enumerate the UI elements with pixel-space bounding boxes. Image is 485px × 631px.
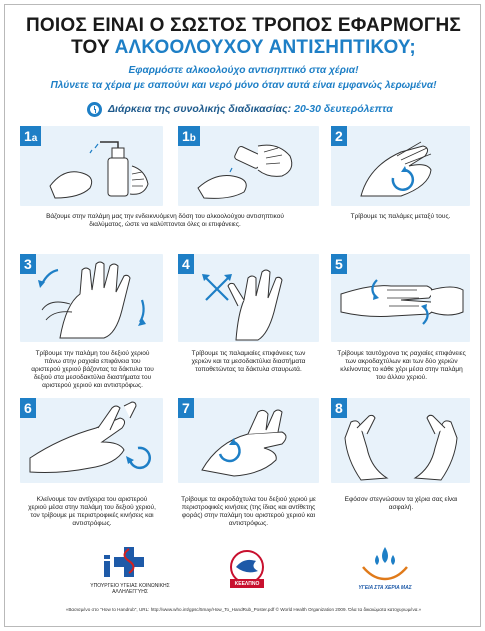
step-7-panel: 7 [178,398,319,483]
step-1-caption: Βάζουμε στην παλάμη μας την ενδεικνυόμεν… [46,213,284,228]
hygeia-logo: ΥΓΕΙΑ ΣΤΑ ΧΕΡΙΑ ΜΑΣ [355,545,415,597]
step-8-caption: Εφόσον στεγνώσουν τα χέρια σας είναι ασφ… [344,496,458,511]
title-line-2-highlight: ΑΛΚΟΟΛΟΥΧΟΥ ΑΝΤΙΣΗΠΤΙΚΟΥ; [114,37,416,58]
title-line-2-prefix: ΤΟΥ [71,37,115,58]
back-of-hand-rub-illustration [38,261,146,339]
water-drops-hands-icon [362,547,408,581]
ministry-cross-emblem [104,547,144,577]
palms-rubbing-illustration [360,141,432,197]
step-7-badge: 7 [178,398,194,418]
hygeia-text: ΥΓΕΙΑ ΣΤΑ ΧΕΡΙΑ ΜΑΣ [358,585,412,591]
step-1b-panel: 1b [178,126,319,206]
subtitle-line-1: Εφαρμόστε αλκοολούχο αντισηπτικό στα χέρ… [128,65,359,76]
duration-value: 20-30 δευτερόλεπτα [294,103,393,115]
clock-icon [87,101,102,117]
keelpno-text: ΚΕΕΛΠΝΟ [234,581,260,587]
duration-row: Διάρκεια της συνολικής διαδικασίας: 20-3… [87,101,393,117]
title-line-2: ΤΟΥ ΑΛΚΟΟΛΟΥΧΟΥ ΑΝΤΙΣΗΠΤΙΚΟΥ; [5,37,482,59]
bottle-in-hand-illustration [197,144,293,199]
step-3-badge: 3 [20,254,36,274]
step-6-caption: Κλείνουμε τον αντίχειρα του αριστερού χε… [28,496,156,527]
step-3-panel: 3 [20,254,163,342]
open-hands-illustration [344,414,458,481]
step-1a-badge: 1a [20,126,42,146]
step-1b-badge: 1b [178,126,200,146]
step-4-badge: 4 [178,254,194,274]
step-2-caption: Τρίβουμε τις παλάμες μεταξύ τους. [350,213,451,220]
fingertips-in-palm-illustration [201,409,287,477]
footer-credit: «Βασισμένο στο "How to Handrub", URL: ht… [65,607,422,612]
step-8-badge: 8 [331,398,347,418]
step-8-panel: 8 [331,398,470,483]
step-3-caption: Τρίβουμε την παλάμη του δεξιού χεριού πά… [31,350,154,389]
pump-bottle-hand-illustration [49,141,149,199]
ministry-text: ΥΠΟΥΡΓΕΙΟ ΥΓΕΙΑΣ ΚΟΙΝΩΝΙΚΗΣ ΑΛΛΗΛΕΓΓΥΗΣ [90,583,170,595]
subtitle-line-2: Πλύνετε τα χέρια με σαπούνι και νερό μόν… [50,80,437,91]
keelpno-emblem [230,550,264,588]
title-line-1: ΠΟΙΟΣ ΕΙΝΑΙ Ο ΣΩΣΤΟΣ ΤΡΟΠΟΣ ΕΦΑΡΜΟΓΗΣ [26,15,461,36]
keelpno-logo: ΚΕΕΛΠΝΟ [222,545,272,597]
step-6-panel: 6 [20,398,163,483]
step-5-panel: 5 [331,254,470,342]
step-2-panel: 2 [331,126,470,206]
interlaced-fingers-illustration [202,269,283,341]
step-1a-panel: 1a [20,126,163,206]
page-title: ΠΟΙΟΣ ΕΙΝΑΙ Ο ΣΩΣΤΟΣ ΤΡΟΠΟΣ ΕΦΑΡΜΟΓΗΣ ΤΟ… [5,15,482,59]
step-6-badge: 6 [20,398,36,418]
step-4-panel: 4 [178,254,319,342]
poster: ΠΟΙΟΣ ΕΙΝΑΙ Ο ΣΩΣΤΟΣ ΤΡΟΠΟΣ ΕΦΑΡΜΟΓΗΣ ΤΟ… [4,4,481,627]
duration-label: Διάρκεια της συνολικής διαδικασίας: [108,103,292,115]
step-7-caption: Τρίβουμε τα ακροδάχτυλα του δεξιού χεριο… [181,496,316,527]
step-4-caption: Τρίβουμε τις παλαμιαίες επιφάνειες των χ… [191,350,306,373]
step-2-badge: 2 [331,126,347,146]
interlocked-fingers-illustration [340,279,464,325]
ministry-logo: ΥΠΟΥΡΓΕΙΟ ΥΓΕΙΑΣ ΚΟΙΝΩΝΙΚΗΣ ΑΛΛΗΛΕΓΓΥΗΣ [90,545,170,597]
step-5-caption: Τρίβουμε ταυτόχρονα τις ραχιαίες επιφάνε… [337,350,466,381]
thumb-rotation-illustration [29,401,151,473]
step-5-badge: 5 [331,254,347,274]
